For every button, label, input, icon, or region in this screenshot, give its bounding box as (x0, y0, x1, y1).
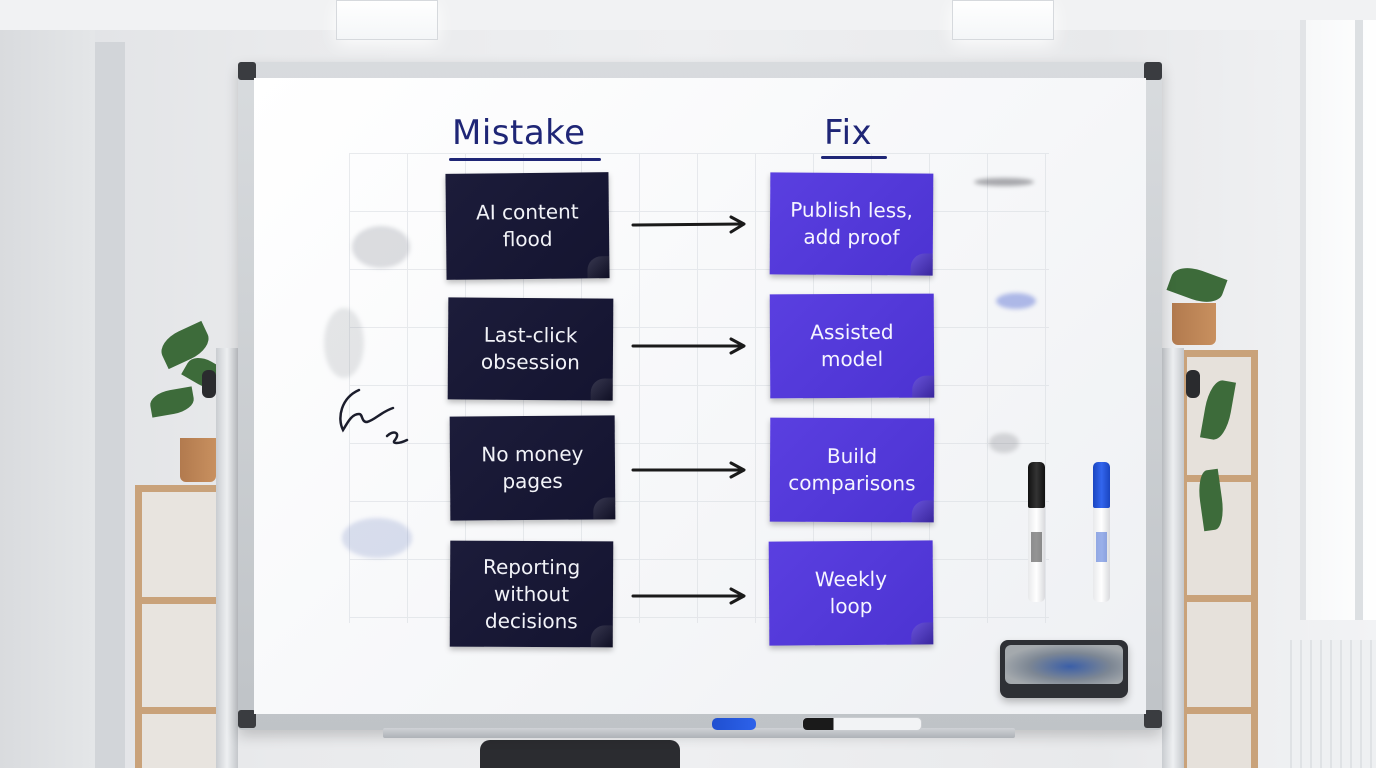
fix-note: Build comparisons (769, 417, 935, 523)
fix-heading: Fix (824, 113, 873, 153)
fix-heading-underline (821, 156, 887, 159)
fix-note: Assisted model (769, 293, 935, 399)
stand-knob-left (202, 370, 216, 398)
black-marker-icon[interactable] (1028, 462, 1045, 602)
stand-knob-right (1186, 370, 1200, 398)
right-arrow-icon (631, 337, 746, 355)
black-marker-icon[interactable] (802, 717, 922, 731)
chair (480, 740, 680, 768)
mistake-heading-underline (449, 158, 601, 161)
marker-tray (383, 728, 1015, 738)
eraser-smudge (342, 518, 412, 558)
ink-smudge (996, 293, 1036, 309)
ceiling-light-left (336, 0, 438, 40)
mistake-note-text: Last-click obsession (480, 322, 580, 375)
mistake-note-text: AI content flood (475, 199, 579, 252)
ceiling (0, 0, 1376, 30)
eraser-smudge (352, 226, 410, 268)
mistake-note-text: No money pages (481, 441, 584, 494)
ink-smudge (989, 433, 1019, 453)
doorway (95, 42, 125, 768)
frame-corner (1144, 710, 1162, 728)
right-arrow-icon (631, 215, 746, 234)
blue-marker-icon[interactable] (712, 718, 756, 730)
eraser-icon[interactable] (1000, 640, 1128, 698)
plant-pot-right (1172, 303, 1216, 345)
frame-corner (1144, 62, 1162, 80)
window-frame (1355, 20, 1363, 620)
eraser-smudge (324, 308, 364, 378)
mistake-note: AI content flood (445, 172, 610, 280)
mistake-note: No money pages (449, 415, 616, 521)
stand-leg-left (216, 348, 238, 768)
radiator (1282, 640, 1376, 768)
frame-corner (238, 710, 256, 728)
fix-note-text: Publish less, add proof (790, 197, 914, 250)
mistake-heading: Mistake (452, 113, 586, 153)
blue-marker-icon[interactable] (1093, 462, 1110, 602)
fix-note-text: Build comparisons (788, 443, 916, 496)
stand-leg-right (1162, 348, 1184, 768)
mistake-note-text: Reporting without decisions (482, 554, 581, 633)
bookshelf-left (135, 485, 225, 768)
window (1300, 20, 1376, 620)
mistake-note: Last-click obsession (447, 297, 614, 401)
left-wall (0, 30, 95, 768)
right-arrow-icon (631, 587, 746, 605)
mistake-note: Reporting without decisions (449, 540, 614, 648)
ink-smudge (974, 178, 1034, 186)
plant-leaves-right (1166, 261, 1228, 309)
scribble-mark (339, 388, 409, 445)
fix-note-text: Weekly loop (814, 566, 888, 619)
frame-corner (238, 62, 256, 80)
fix-note: Publish less, add proof (769, 172, 934, 276)
ceiling-light-right (952, 0, 1054, 40)
fix-note: Weekly loop (768, 540, 934, 646)
right-arrow-icon (631, 461, 746, 479)
fix-note-text: Assisted model (810, 319, 894, 372)
whiteboard: Mistake Fix AI content flood Publish les… (254, 78, 1146, 714)
plant-pot-left (180, 438, 216, 482)
